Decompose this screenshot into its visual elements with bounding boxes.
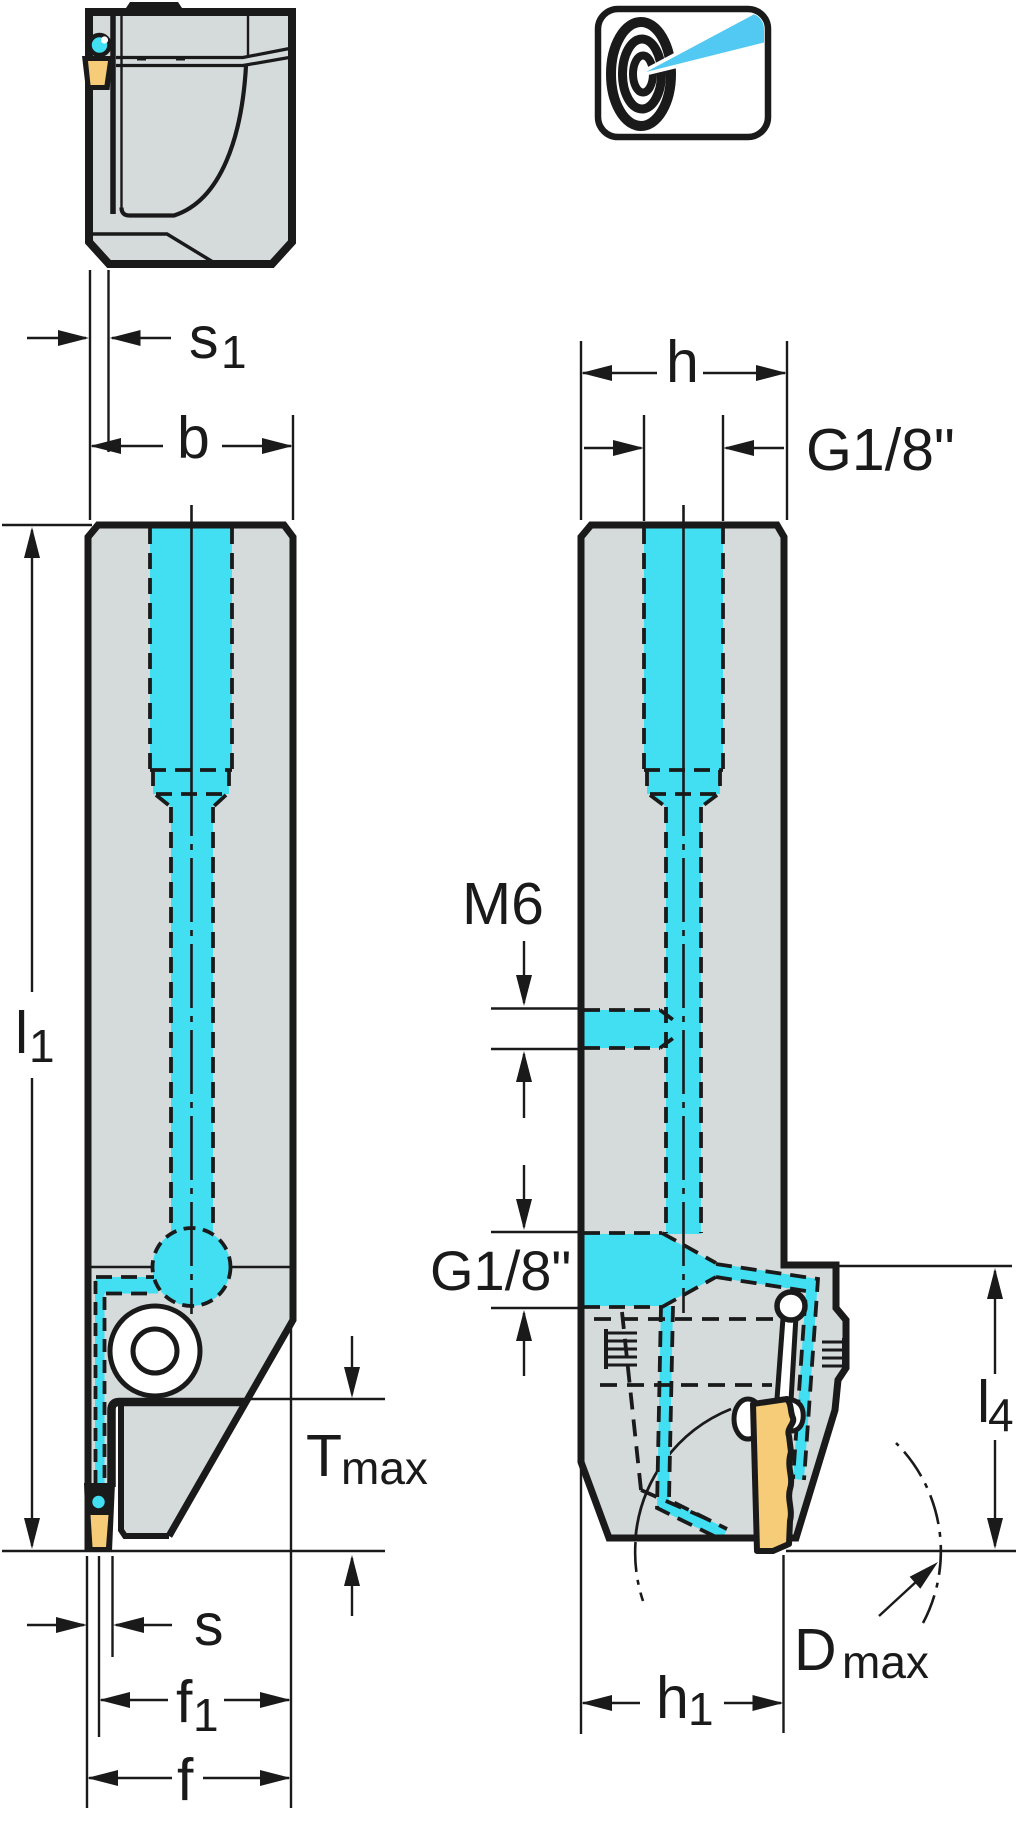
label-l4-sub: 4 xyxy=(988,1389,1014,1441)
label-g18-port: G1/8" xyxy=(430,1239,571,1302)
insert-slot-lines xyxy=(116,46,293,68)
label-l4: l xyxy=(977,1369,990,1435)
label-h: h xyxy=(666,329,699,395)
coolant-nozzle-front xyxy=(92,1495,105,1509)
label-tmax: T xyxy=(306,1423,342,1489)
clamp-screw-side-left xyxy=(604,1329,637,1369)
insert-side-view xyxy=(750,1396,797,1554)
label-s1-sub: 1 xyxy=(221,326,247,378)
lower-step-line xyxy=(91,232,214,264)
label-dmax-sub: max xyxy=(842,1636,929,1688)
front-outline xyxy=(84,521,297,1551)
label-l1: l xyxy=(15,1000,28,1066)
side-coolant-hidden-lines xyxy=(584,528,821,1542)
label-f1: f xyxy=(176,1669,193,1735)
front-coolant-hidden-lines xyxy=(93,528,234,1495)
coolant-hole-top xyxy=(87,32,112,58)
label-b: b xyxy=(177,405,210,471)
front-insert-tip xyxy=(84,1483,115,1551)
label-dmax: D xyxy=(794,1617,837,1683)
insert-top-view xyxy=(82,56,113,90)
side-view xyxy=(577,505,943,1624)
label-m6: M6 xyxy=(462,871,544,937)
label-f1-sub: 1 xyxy=(193,1689,219,1741)
clamp-screw-front xyxy=(107,1303,203,1399)
label-s1: s xyxy=(189,305,219,371)
label-h1: h xyxy=(656,1665,689,1731)
label-s: s xyxy=(194,1592,224,1658)
label-h1-sub: 1 xyxy=(688,1683,714,1735)
label-g18-thread: G1/8" xyxy=(806,417,955,483)
label-tmax-sub: max xyxy=(341,1442,428,1494)
dimension-labels: s 1 b l 1 T max s f 1 f h G1/8" M6 G1/8"… xyxy=(15,305,1014,1813)
label-f: f xyxy=(177,1747,194,1813)
coolant-jet-icon xyxy=(642,13,764,76)
label-l1-sub: 1 xyxy=(29,1020,55,1072)
front-view xyxy=(84,505,297,1551)
recess-curve xyxy=(119,65,249,218)
dmax-circle-hidden xyxy=(633,1442,943,1624)
precision-coolant-target-icon xyxy=(594,5,772,141)
side-outline xyxy=(577,521,850,1542)
top-view xyxy=(82,2,296,268)
top-view-body xyxy=(85,8,296,268)
target-rings-icon xyxy=(606,17,676,131)
